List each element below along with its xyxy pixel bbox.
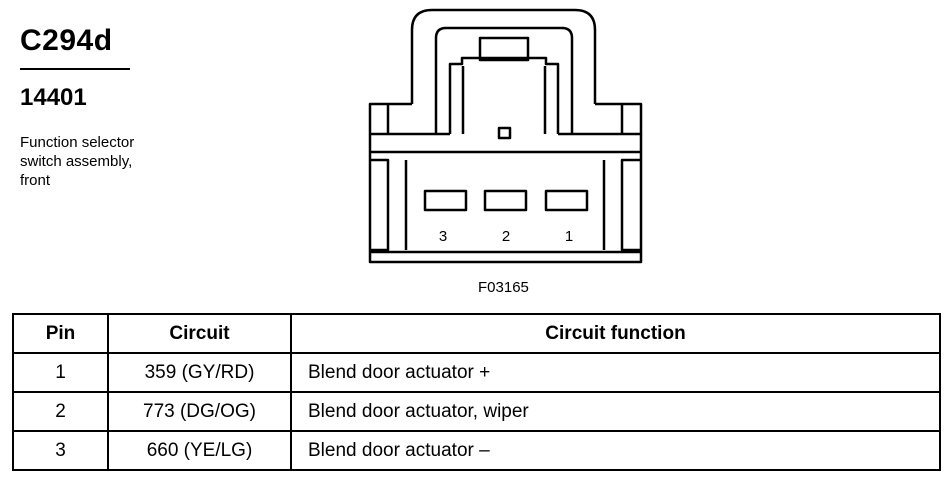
connector-face-diagram: 3 2 1 (368, 8, 643, 264)
pin-cell: 2 (12, 391, 109, 432)
connector-latch-outer (410, 8, 597, 104)
header-circuit: Circuit (107, 313, 292, 354)
circuit-function-cell: Blend door actuator, wiper (290, 391, 941, 432)
table-row: 3 660 (YE/LG) Blend door actuator – (12, 430, 941, 471)
pin-table: Pin Circuit Circuit function 1 359 (GY/R… (12, 313, 941, 471)
connector-body (368, 134, 643, 264)
pin-label-3: 3 (439, 228, 447, 245)
pin-label-1: 1 (565, 228, 573, 245)
circuit-function-cell: Blend door actuator – (290, 430, 941, 471)
part-number: 14401 (20, 84, 87, 111)
circuit-cell: 359 (GY/RD) (107, 352, 292, 393)
connector-latch-inner (434, 26, 574, 134)
connector-shoulders (368, 102, 643, 136)
table-row: 2 773 (DG/OG) Blend door actuator, wiper (12, 391, 941, 432)
pin-cell: 3 (12, 430, 109, 471)
connector-key (497, 126, 512, 140)
connector-id-underline (20, 68, 130, 70)
header-circuit-function: Circuit function (290, 313, 941, 354)
connector-description: Function selector switch assembly, front (20, 134, 135, 189)
header-pin: Pin (12, 313, 109, 354)
pin-cavity-2 (483, 189, 528, 212)
pin-cavity-1 (544, 189, 589, 212)
pin-cell: 1 (12, 352, 109, 393)
pin-cavity-3 (423, 189, 468, 212)
connector-latch-tab (478, 36, 530, 62)
table-header-row: Pin Circuit Circuit function (12, 313, 941, 354)
circuit-cell: 660 (YE/LG) (107, 430, 292, 471)
circuit-function-cell: Blend door actuator + (290, 352, 941, 393)
connector-id: C294d (20, 24, 113, 57)
pin-label-2: 2 (502, 228, 510, 245)
figure-code: F03165 (478, 279, 529, 296)
circuit-cell: 773 (DG/OG) (107, 391, 292, 432)
table-row: 1 359 (GY/RD) Blend door actuator + (12, 352, 941, 393)
